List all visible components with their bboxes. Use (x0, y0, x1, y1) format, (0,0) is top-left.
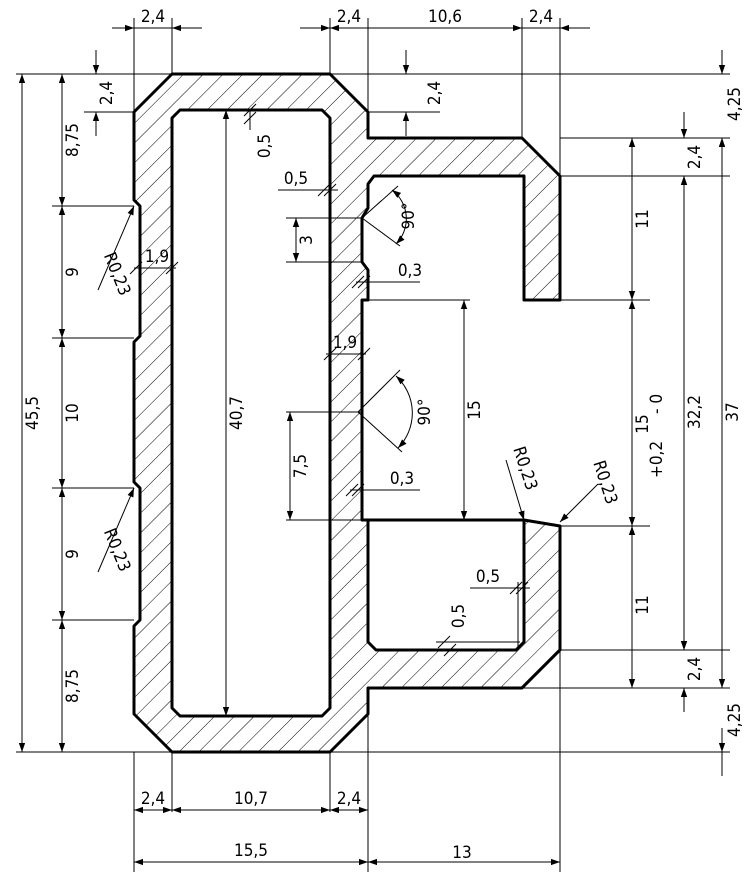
dim-label: 0,3 (390, 469, 414, 489)
dim-label: 15 (465, 400, 485, 419)
dim-label: 11 (633, 209, 653, 228)
dim-label: 1,9 (145, 247, 169, 267)
dimension-lines (18, 24, 726, 866)
dim-label: 2,4 (141, 7, 165, 27)
dim-label: 2,4 (685, 145, 705, 169)
dim-label: R0,23 (588, 458, 621, 507)
dim-label: 2,4 (425, 81, 445, 105)
dim-label: 15,5 (234, 841, 268, 861)
dim-label: 4,25 (725, 703, 745, 737)
dim-label: 37 (723, 402, 743, 421)
dim-label: R0,23 (99, 526, 134, 575)
dim-label: 15 (633, 414, 653, 433)
dim-label: 3 (297, 235, 317, 245)
extension-lines (16, 18, 730, 872)
dim-label: 2,4 (337, 7, 361, 27)
dim-label: 0,5 (255, 134, 275, 158)
dim-label: 0,5 (449, 604, 469, 628)
dim-label: 2,4 (685, 657, 705, 681)
dim-label: 2,4 (529, 7, 553, 27)
dim-label: 2,4 (97, 81, 117, 105)
dim-label: 90° (415, 398, 435, 425)
dim-label: 2,4 (337, 789, 361, 809)
dim-label: 9 (63, 549, 83, 559)
dim-label: 7,5 (291, 454, 311, 478)
lower-pocket (366, 518, 526, 652)
dim-label: 10,6 (428, 7, 462, 27)
dim-label: 1,9 (333, 333, 357, 353)
dim-label: 40,7 (227, 396, 247, 430)
dim-label: 45,5 (23, 396, 43, 430)
dim-label: 0,3 (398, 261, 422, 281)
dim-label: 13 (452, 843, 471, 863)
dimension-labels: 2,4 2,4 10,6 2,4 2,4 2,4 8,75 9 10 9 8,7… (23, 7, 745, 863)
dim-label: 90° (399, 202, 419, 229)
dim-label: +0,2 (647, 441, 667, 478)
dim-label: 0,5 (476, 567, 500, 587)
dim-label: 10,7 (234, 789, 268, 809)
dim-label: 4,25 (725, 87, 745, 121)
dim-label: 9 (63, 267, 83, 277)
dim-label: 8,75 (63, 123, 83, 157)
dim-label: 11 (633, 595, 653, 614)
dim-label: 32,2 (685, 395, 705, 429)
dim-label: 2,4 (141, 789, 165, 809)
inner-cavity (170, 108, 332, 718)
profile-section (132, 72, 562, 754)
dim-label: 0,5 (284, 169, 308, 189)
dim-label: 8,75 (63, 669, 83, 703)
dim-label: - 0 (647, 394, 667, 414)
dim-label: 10 (63, 403, 83, 422)
